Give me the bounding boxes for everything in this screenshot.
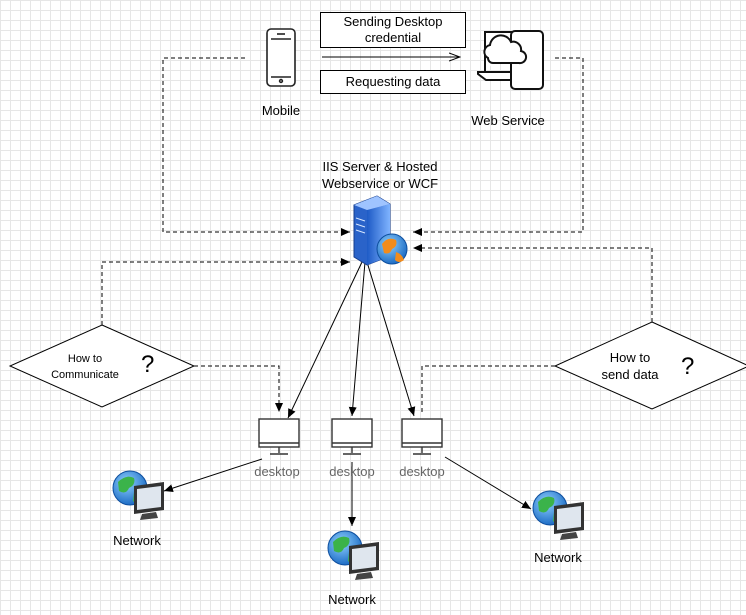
sending-credential-line1: Sending Desktop [343, 14, 443, 29]
server-label: IIS Server & Hosted Webservice or WCF [300, 158, 460, 192]
requesting-data-box: Requesting data [320, 70, 466, 94]
network-2-label: Network [328, 592, 376, 607]
desktop-3-to-network-arrow [444, 456, 532, 510]
network-1-globe-icon [112, 470, 164, 520]
desktop-3-label: desktop [399, 464, 445, 479]
desktop-2-label: desktop [329, 464, 375, 479]
desktop-3-monitor-icon [401, 418, 443, 455]
left-decision-to-server-connector [101, 258, 350, 325]
network-1-label: Network [113, 533, 161, 548]
decision-right-question-mark: ? [681, 353, 695, 380]
mobile-phone-icon [266, 28, 296, 87]
decision-right-line1: How to [609, 350, 651, 365]
mobile-to-server-connector [162, 57, 350, 236]
solid-connectors [163, 57, 532, 526]
decision-left-line2: Communicate [51, 369, 119, 381]
right-decision-to-server-connector [413, 244, 653, 322]
desktop-1-to-network-arrow [163, 458, 263, 493]
sending-credential-box: Sending Desktop credential [320, 12, 466, 48]
webservice-to-server-connector [413, 57, 584, 236]
server-globe-icon [353, 195, 408, 266]
mobile-label: Mobile [261, 103, 301, 118]
decision-right-text: How to send data [590, 349, 670, 383]
desktop-1-label: desktop [254, 464, 300, 479]
server-label-line1: IIS Server & Hosted [322, 159, 438, 174]
sending-credential-line2: credential [364, 30, 422, 45]
server-to-desktop-1-arrow [287, 261, 363, 419]
network-3-label: Network [534, 550, 582, 565]
server-label-line2: Webservice or WCF [321, 176, 439, 191]
network-3-globe-icon [532, 490, 584, 540]
desktop-2-monitor-icon [331, 418, 373, 455]
decision-left-text: How to Communicate [40, 351, 130, 383]
server-to-desktop-3-arrow [366, 261, 416, 417]
decision-left-line1: How to [67, 353, 103, 365]
dashed-connectors [101, 57, 653, 412]
requesting-data-label: Requesting data [345, 74, 441, 89]
decision-left-diamond [8, 324, 196, 408]
left-decision-to-desktop-connector [194, 365, 283, 412]
cloud-devices-icon [477, 30, 544, 90]
network-2-globe-icon [327, 530, 379, 580]
web-service-label: Web Service [471, 113, 545, 128]
server-to-desktop-2-arrow [348, 261, 366, 417]
desktop-1-monitor-icon [258, 418, 300, 455]
decision-right-diamond [553, 321, 746, 410]
right-decision-to-desktop-connector [421, 365, 555, 412]
decision-right-line2: send data [601, 367, 659, 382]
decision-left-question-mark: ? [141, 351, 155, 378]
